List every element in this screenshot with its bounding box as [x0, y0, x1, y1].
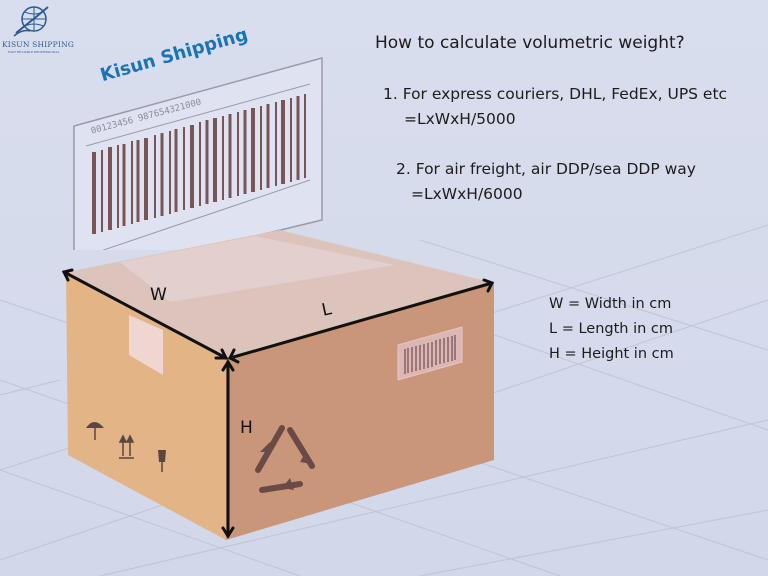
tape-flap	[129, 315, 163, 375]
this-way-up-icon	[118, 434, 135, 459]
legend-width: W = Width in cm	[549, 296, 672, 312]
method-1-formula: =LxWxH/5000	[404, 110, 516, 128]
width-label: W	[150, 285, 167, 305]
shipping-label	[73, 57, 323, 250]
legend-height: H = Height in cm	[549, 346, 674, 362]
legend-length: L = Length in cm	[549, 321, 673, 337]
method-2-formula: =LxWxH/6000	[411, 185, 523, 203]
logo-tagline: FAST RELIABLE PROFESSIONAL	[8, 50, 60, 54]
box-barcode-sticker	[397, 326, 463, 381]
method-2-label: 2. For air freight, air DDP/sea DDP way	[396, 160, 696, 178]
keep-dry-icon	[86, 422, 104, 440]
page-title: How to calculate volumetric weight?	[375, 33, 685, 53]
height-label: H	[240, 418, 253, 438]
width-arrow	[62, 270, 228, 360]
method-1-label: 1. For express couriers, DHL, FedEx, UPS…	[383, 85, 728, 103]
length-arrow	[228, 281, 494, 360]
recycle-icon	[255, 425, 315, 493]
fragile-icon	[158, 450, 166, 472]
globe-plane-icon	[13, 6, 49, 37]
box-left-face	[66, 272, 226, 540]
logo-brand: KISUN SHIPPING	[2, 40, 75, 49]
